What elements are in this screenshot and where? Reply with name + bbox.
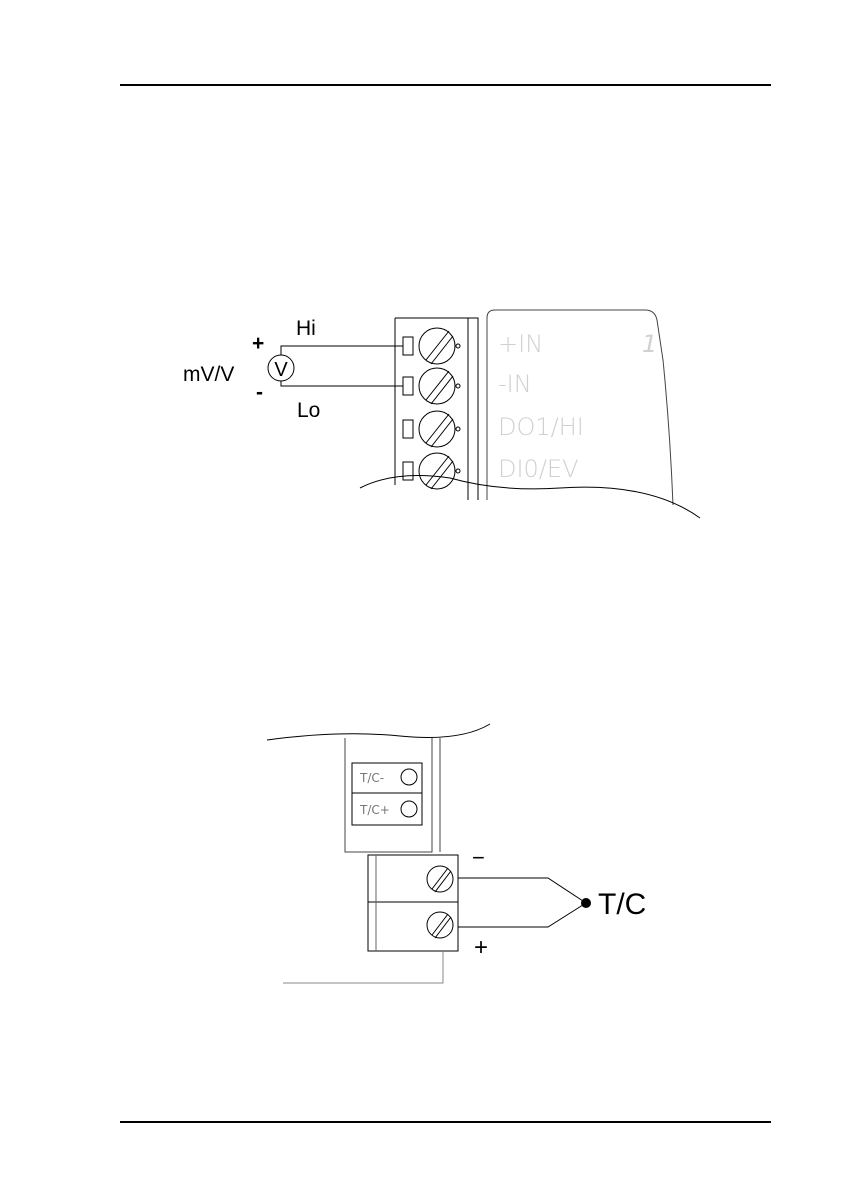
tc-minus-wire <box>458 878 586 903</box>
bottom-wire <box>283 951 443 983</box>
device-break-curve <box>267 724 490 740</box>
tc-minus-sign: − <box>472 845 485 870</box>
tc-plus-sign: + <box>474 934 488 961</box>
tc-plus-wire <box>458 903 586 927</box>
thermocouple-junction <box>581 898 591 908</box>
tc-terminal-label-1: T/C- <box>359 771 384 785</box>
connector-block <box>368 855 458 951</box>
sensor-label: T/C <box>598 888 646 921</box>
terminal-hole-2 <box>401 801 417 817</box>
terminal-hole-1 <box>401 769 417 785</box>
connector-screw-2 <box>427 912 453 938</box>
tc-terminal-label-2: T/C+ <box>359 803 390 817</box>
connector-screw-1 <box>427 866 453 892</box>
upper-housing <box>345 738 440 852</box>
